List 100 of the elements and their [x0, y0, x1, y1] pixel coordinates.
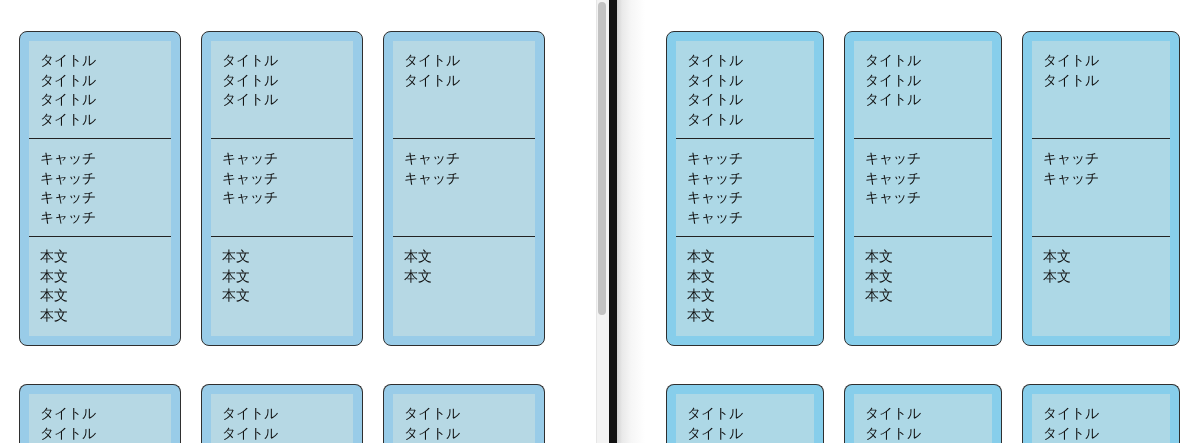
catch-text: キャッチ — [687, 207, 743, 227]
card — [19, 384, 181, 443]
catch-text: キャッチ — [222, 168, 278, 188]
card-section — [29, 41, 171, 139]
card-section — [676, 237, 814, 336]
card-section — [211, 394, 353, 443]
body-text: 本文 — [404, 247, 432, 266]
catch-text: キャッチ — [40, 149, 96, 168]
title-text: タイトル — [687, 404, 743, 423]
catch-text: キャッチ — [687, 168, 743, 188]
card — [666, 384, 824, 443]
body-text: 本文 — [865, 247, 893, 266]
catch-text: キャッチ — [865, 168, 921, 188]
title-text: タイトル — [1043, 51, 1099, 70]
card — [1022, 31, 1180, 346]
card-section — [854, 41, 992, 139]
card — [383, 31, 545, 346]
card — [844, 31, 1002, 346]
body-text: 本文 — [687, 266, 715, 286]
title-text: タイトル — [40, 423, 96, 443]
card — [666, 31, 824, 346]
catch-text: キャッチ — [687, 188, 743, 207]
catch-text: キャッチ — [40, 188, 96, 207]
title-text: タイトル — [687, 51, 743, 70]
body-text: 本文 — [865, 286, 893, 305]
title-text: タイトル — [222, 51, 278, 70]
body-text: 本文 — [40, 305, 68, 325]
card-section — [854, 139, 992, 237]
title-text: タイトル — [687, 109, 743, 129]
body-text: 本文 — [1043, 266, 1071, 286]
title-text: タイトル — [1043, 423, 1099, 443]
card-section — [393, 41, 535, 139]
catch-text: キャッチ — [1043, 168, 1099, 188]
title-text: タイトル — [404, 423, 460, 443]
body-text: 本文 — [222, 247, 250, 266]
body-text: 本文 — [222, 286, 250, 305]
card-section — [1032, 139, 1170, 237]
card-section — [211, 139, 353, 237]
catch-text: キャッチ — [40, 168, 96, 188]
title-text: タイトル — [404, 70, 460, 90]
card — [844, 384, 1002, 443]
title-text: タイトル — [1043, 70, 1099, 90]
catch-text: キャッチ — [865, 188, 921, 207]
body-text: 本文 — [40, 247, 68, 266]
card — [201, 31, 363, 346]
body-text: 本文 — [222, 266, 250, 286]
card-section — [393, 394, 535, 443]
card-section — [393, 237, 535, 336]
title-text: タイトル — [222, 404, 278, 423]
title-text: タイトル — [865, 423, 921, 443]
catch-text: キャッチ — [40, 207, 96, 227]
card-section — [29, 394, 171, 443]
card-section — [854, 394, 992, 443]
card-section — [211, 41, 353, 139]
body-text: 本文 — [40, 286, 68, 305]
title-text: タイトル — [404, 51, 460, 70]
title-text: タイトル — [865, 70, 921, 90]
card-section — [676, 139, 814, 237]
card-section — [393, 139, 535, 237]
title-text: タイトル — [687, 423, 743, 443]
title-text: タイトル — [40, 51, 96, 70]
body-text: 本文 — [865, 266, 893, 286]
body-text: 本文 — [687, 305, 715, 325]
title-text: タイトル — [40, 70, 96, 90]
card — [1022, 384, 1180, 443]
body-text: 本文 — [1043, 247, 1071, 266]
card-section — [676, 41, 814, 139]
card — [19, 31, 181, 346]
title-text: タイトル — [404, 404, 460, 423]
card-section — [1032, 41, 1170, 139]
card-section — [1032, 237, 1170, 336]
card-section — [854, 237, 992, 336]
title-text: タイトル — [40, 404, 96, 423]
catch-text: キャッチ — [404, 168, 460, 188]
catch-text: キャッチ — [687, 149, 743, 168]
title-text: タイトル — [865, 90, 921, 109]
catch-text: キャッチ — [1043, 149, 1099, 168]
catch-text: キャッチ — [222, 149, 278, 168]
card-section — [29, 237, 171, 336]
card — [383, 384, 545, 443]
title-text: タイトル — [222, 70, 278, 90]
catch-text: キャッチ — [865, 149, 921, 168]
catch-text: キャッチ — [404, 149, 460, 168]
card-section — [1032, 394, 1170, 443]
card-section — [676, 394, 814, 443]
title-text: タイトル — [687, 70, 743, 90]
body-text: 本文 — [404, 266, 432, 286]
title-text: タイトル — [1043, 404, 1099, 423]
title-text: タイトル — [222, 423, 278, 443]
body-text: 本文 — [687, 286, 715, 305]
body-text: 本文 — [687, 247, 715, 266]
catch-text: キャッチ — [222, 188, 278, 207]
card — [201, 384, 363, 443]
title-text: タイトル — [222, 90, 278, 109]
title-text: タイトル — [687, 90, 743, 109]
card-section — [211, 237, 353, 336]
title-text: タイトル — [865, 51, 921, 70]
title-text: タイトル — [40, 90, 96, 109]
title-text: タイトル — [40, 109, 96, 129]
card-section — [29, 139, 171, 237]
